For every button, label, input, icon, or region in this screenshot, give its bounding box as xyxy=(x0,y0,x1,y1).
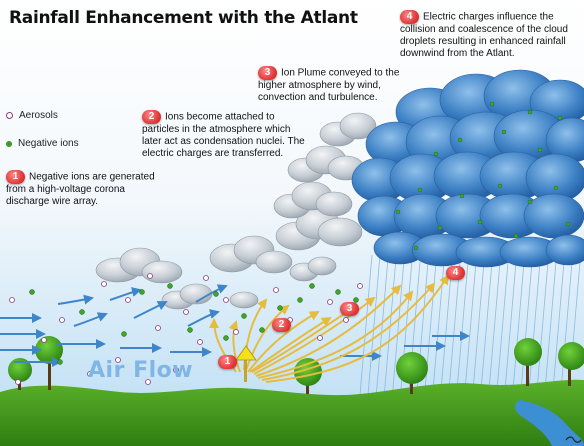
marker-1-badge: 1 xyxy=(218,355,237,369)
marker-4-badge: 4 xyxy=(446,266,465,280)
step-4-badge: 4 xyxy=(400,10,419,24)
marker-2-badge: 2 xyxy=(272,318,291,332)
marker-3-badge: 3 xyxy=(340,302,359,316)
diagram-title: Rainfall Enhancement with the Atlant xyxy=(9,8,358,28)
legend-aerosols: Aerosols xyxy=(6,110,58,121)
ions-in-cloud xyxy=(395,101,571,251)
legend-aerosols-label: Aerosols xyxy=(19,110,58,121)
step-2-badge: 2 xyxy=(142,110,161,124)
negative-ion-particles xyxy=(29,283,359,365)
legend-negative-ions: Negative ions xyxy=(6,138,79,149)
step-3-text: Ion Plume conveyed to the higher atmosph… xyxy=(258,67,400,103)
wave-mark xyxy=(565,436,582,443)
grey-clouds xyxy=(95,112,377,310)
trees xyxy=(8,336,584,394)
step-4-text: Electric charges influence the collision… xyxy=(400,11,568,59)
aerosol-particles xyxy=(9,273,363,385)
blue-storm-cloud xyxy=(351,69,584,268)
step-1-text: Negative ions are generated from a high-… xyxy=(6,171,155,207)
atlant-emitter xyxy=(235,345,257,382)
aerosol-dot-icon xyxy=(6,112,13,119)
negative-ion-dot-icon xyxy=(6,140,12,147)
air-flow-arrows xyxy=(0,284,470,367)
legend-negative-ions-label: Negative ions xyxy=(18,138,79,149)
air-flow-label: Air Flow xyxy=(88,358,194,383)
step-2-text: Ions become attached to particles in the… xyxy=(142,111,305,159)
step-1-badge: 1 xyxy=(6,170,25,184)
step-3-badge: 3 xyxy=(258,66,277,80)
river xyxy=(515,400,584,446)
grass-ground xyxy=(0,379,584,446)
